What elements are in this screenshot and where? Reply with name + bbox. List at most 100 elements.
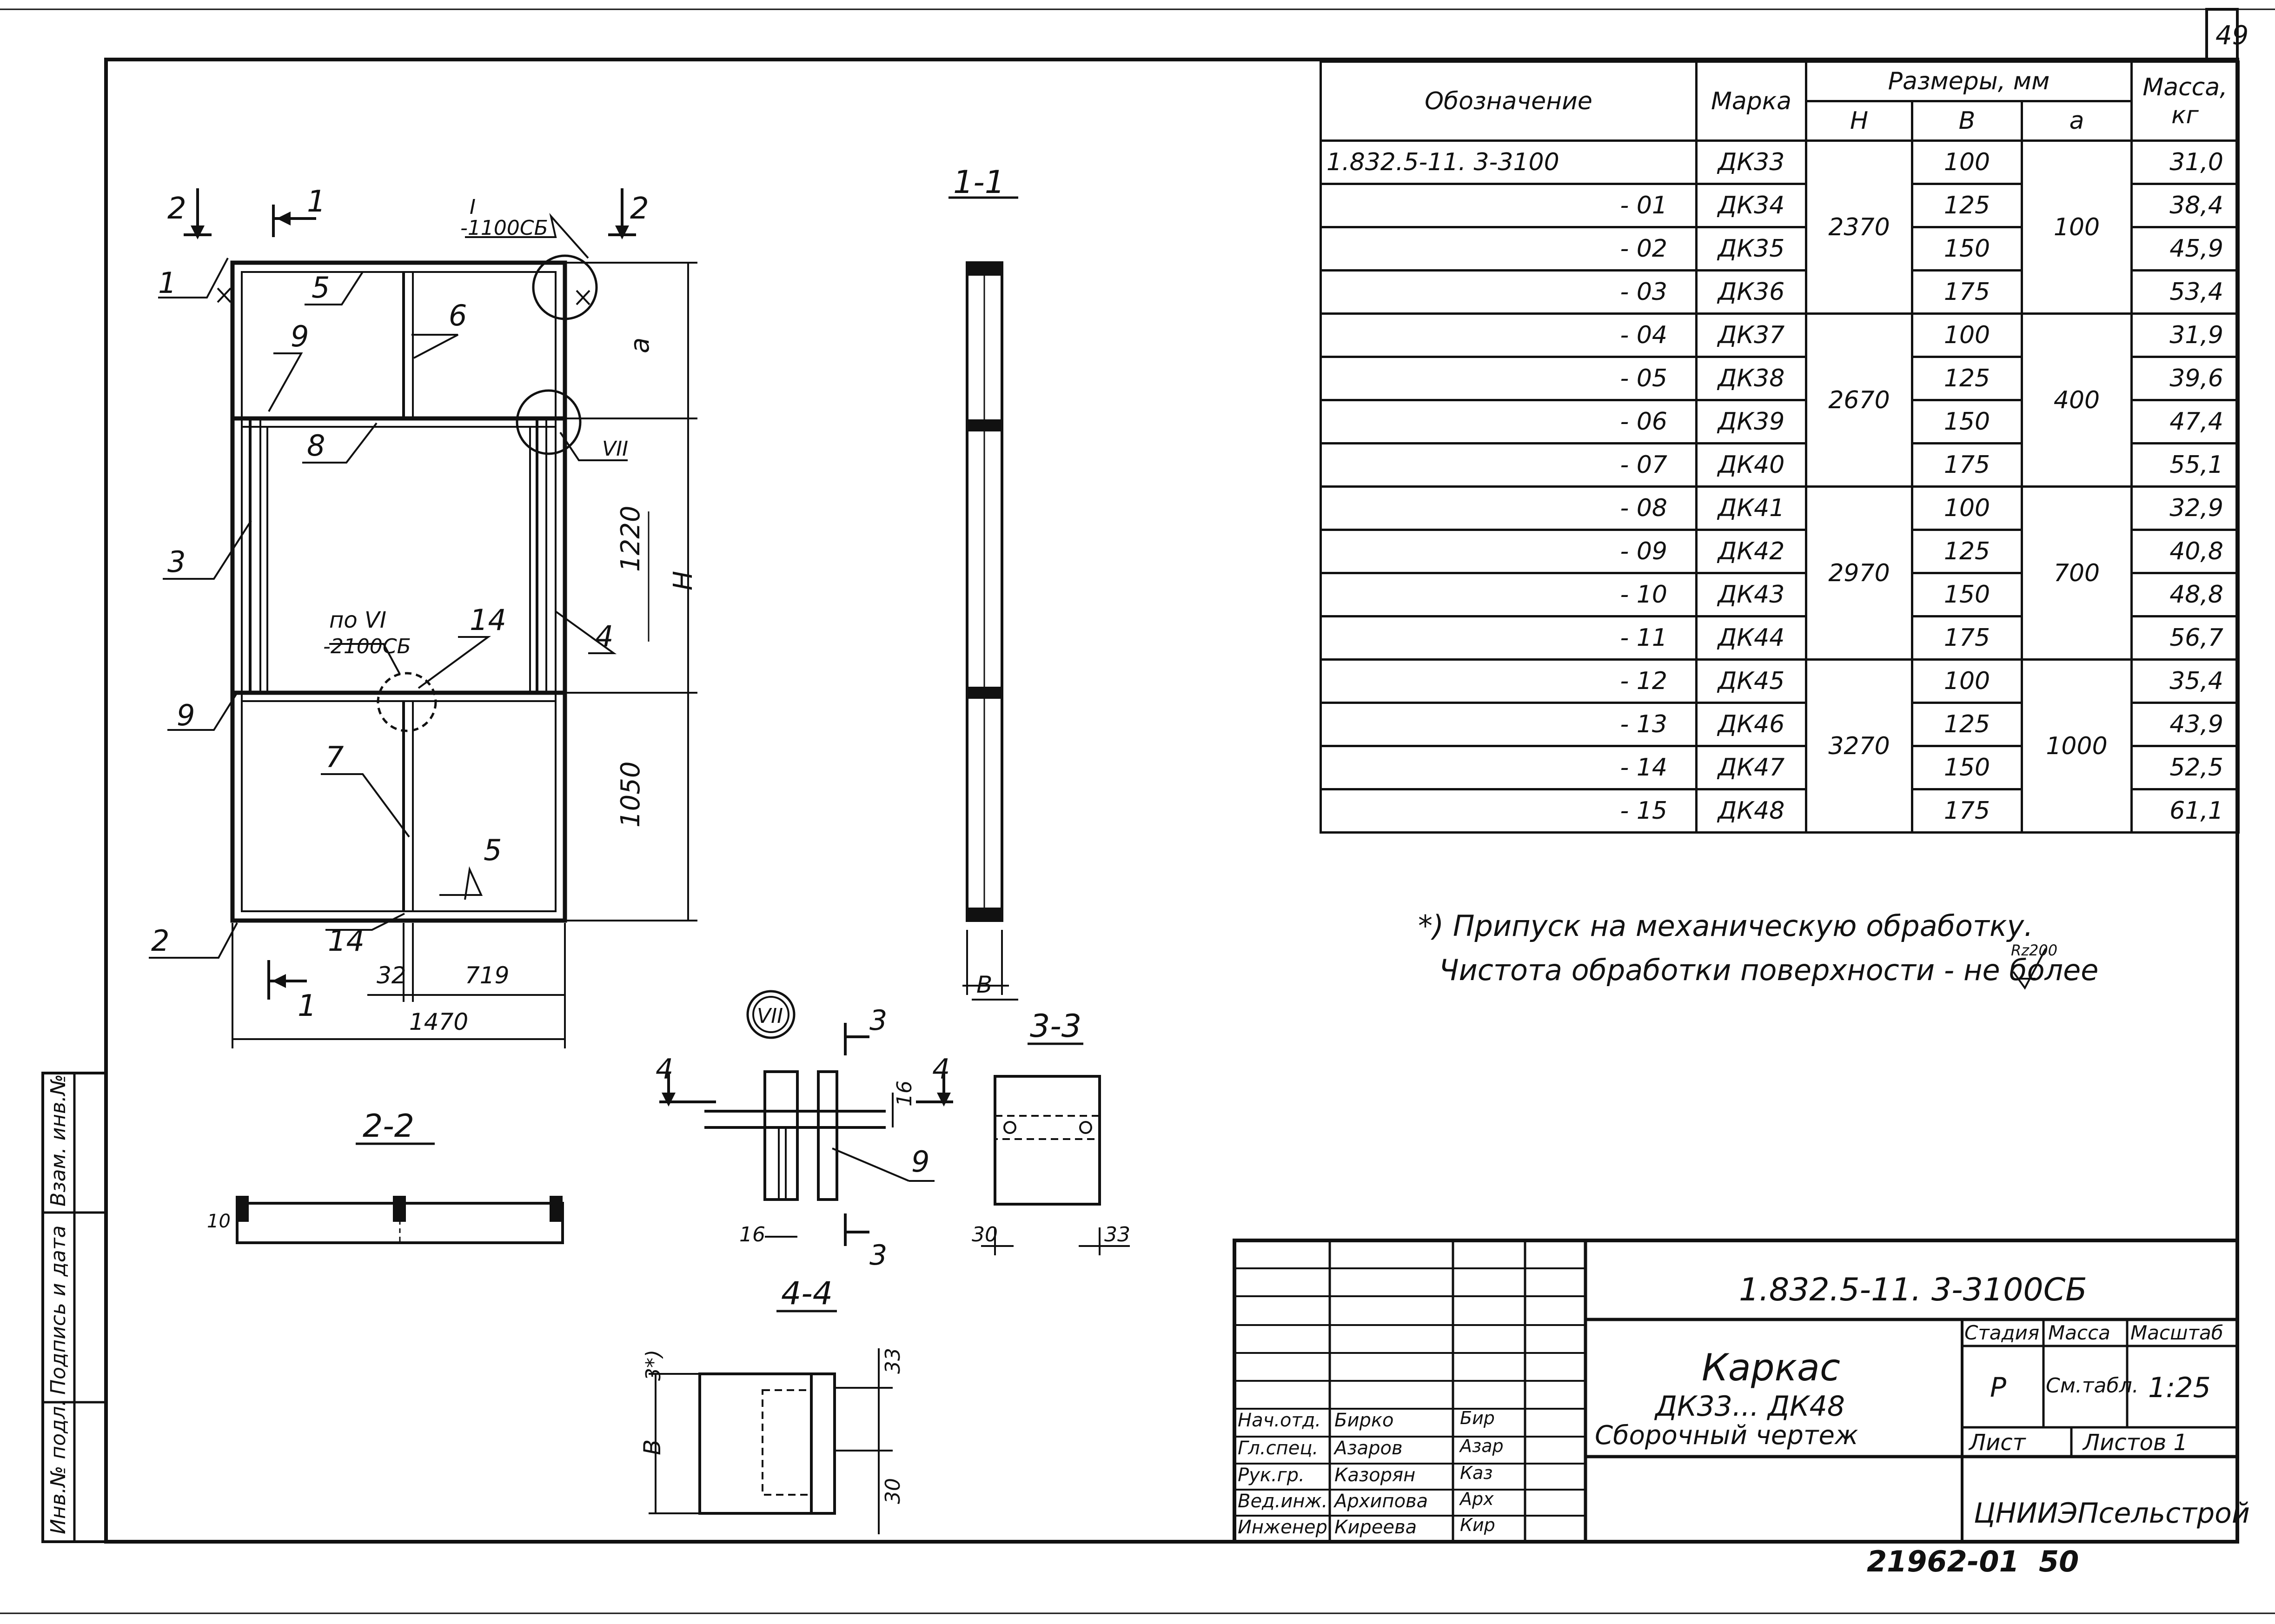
- cell-designation: - 13: [1320, 702, 1698, 747]
- cell-H: 2970: [1805, 485, 1913, 661]
- cell-mass: 52,5: [2130, 745, 2240, 790]
- cell-a: 1000: [2021, 658, 2133, 834]
- weld-mark-left: 10: [207, 1211, 231, 1232]
- cell-designation: - 11: [1320, 615, 1698, 661]
- cell-designation: - 12: [1320, 658, 1698, 704]
- cell-mass: 61,1: [2130, 788, 2240, 834]
- header-mass-label: Масса,: [2142, 73, 2228, 101]
- footer-page: 50: [2039, 1544, 2079, 1578]
- dim-1220: 1220: [616, 505, 646, 572]
- cell-B: 175: [1911, 615, 2023, 661]
- tb-person-role: Инженер: [1238, 1517, 1327, 1538]
- title-name: Каркас: [1702, 1346, 1840, 1389]
- header-mark: Марка: [1695, 60, 1807, 142]
- header-designation: Обозначение: [1320, 60, 1698, 142]
- header-mass-unit: кг: [2171, 101, 2199, 129]
- node-ref-7: VII: [602, 437, 628, 461]
- cell-mass: 35,4: [2130, 658, 2240, 704]
- dim-32: 32: [377, 962, 406, 989]
- cell-mark: ДК41: [1695, 485, 1807, 531]
- cell-mark: ДК48: [1695, 788, 1807, 834]
- position-5-top: 5: [312, 271, 330, 305]
- cell-mass: 47,4: [2130, 399, 2240, 444]
- cell-mark: ДК37: [1695, 312, 1807, 358]
- section-title-3-3: 3-3: [1030, 1008, 1081, 1045]
- cell-B: 125: [1911, 529, 2023, 574]
- tb-sheets-label: Листов 1: [2083, 1430, 2188, 1456]
- dim-H: H: [668, 571, 698, 590]
- header-H: H: [1805, 100, 1913, 142]
- cell-mark: ДК40: [1695, 442, 1807, 488]
- cell-designation: - 15: [1320, 788, 1698, 834]
- cell-mark: ДК43: [1695, 572, 1807, 617]
- tb-person-signature: Азар: [1460, 1436, 1504, 1456]
- cell-B: 100: [1911, 139, 2023, 185]
- header-a: a: [2021, 100, 2133, 142]
- cut-label-3-top: 3: [869, 1004, 887, 1037]
- cell-mass: 38,4: [2130, 183, 2240, 228]
- section-4-4: [649, 1310, 893, 1534]
- cell-mark: ДК38: [1695, 356, 1807, 401]
- note-roughness: Rz200: [2011, 941, 2058, 959]
- cell-designation: - 14: [1320, 745, 1698, 790]
- cut-label-1-bottom: 1: [298, 989, 317, 1023]
- header-dimensions: Размеры, мм: [1805, 60, 2133, 102]
- cell-B: 150: [1911, 745, 2023, 790]
- note-allowance: *) Припуск на механическую обработку.: [1418, 909, 2033, 943]
- dim-16-bottom: 16: [739, 1223, 765, 1246]
- tb-scale: 1:25: [2148, 1372, 2211, 1404]
- roughness-symbol: [2012, 948, 2047, 990]
- cut-label-4-right: 4: [932, 1053, 950, 1086]
- title-doc-code: 1.832.5-11. 3-3100СБ: [1739, 1272, 2087, 1308]
- cell-mark: ДК35: [1695, 226, 1807, 272]
- cell-designation: - 06: [1320, 399, 1698, 444]
- cell-B: 100: [1911, 312, 2023, 358]
- cell-designation: - 09: [1320, 529, 1698, 574]
- cell-B: 175: [1911, 442, 2023, 488]
- header-B: B: [1911, 100, 2023, 142]
- cell-designation: - 10: [1320, 572, 1698, 617]
- position-5-bottom: 5: [484, 833, 502, 867]
- dim-B-section4: B: [639, 1439, 666, 1455]
- cell-a: 400: [2021, 312, 2133, 488]
- cell-mark: ДК42: [1695, 529, 1807, 574]
- cell-B: 125: [1911, 356, 2023, 401]
- cut-label-2-right: 2: [630, 192, 649, 226]
- position-7: 7: [325, 740, 344, 774]
- dim-a: a: [625, 338, 655, 353]
- position-14-bottom: 14: [328, 924, 365, 958]
- cell-mass: 45,9: [2130, 226, 2240, 272]
- side-signature-label: Подпись и дата: [46, 1226, 70, 1395]
- dim-B-section: B: [976, 971, 992, 998]
- cell-mass: 43,9: [2130, 702, 2240, 747]
- tb-person-signature: Арх: [1460, 1489, 1494, 1509]
- cell-mass: 48,8: [2130, 572, 2240, 617]
- node-ref-6: по VI: [329, 607, 386, 633]
- note-surface: Чистота обработки поверхности - не более: [1439, 953, 2099, 987]
- cell-H: 2670: [1805, 312, 1913, 488]
- dim-1050: 1050: [616, 761, 646, 828]
- cell-mass: 56,7: [2130, 615, 2240, 661]
- cell-mass: 31,0: [2130, 139, 2240, 185]
- section-3-3: [981, 1042, 1130, 1255]
- tb-person-name: Бирко: [1334, 1410, 1394, 1431]
- cell-B: 150: [1911, 399, 2023, 444]
- position-3: 3: [167, 545, 186, 579]
- tb-person-name: Архипова: [1334, 1491, 1428, 1512]
- cell-B: 100: [1911, 485, 2023, 531]
- position-9-node: 9: [911, 1145, 929, 1179]
- cell-B: 175: [1911, 269, 2023, 315]
- position-4: 4: [595, 619, 613, 653]
- position-1: 1: [158, 266, 176, 300]
- tb-person-role: Вед.инж.: [1238, 1491, 1328, 1512]
- tb-person-role: Нач.отд.: [1238, 1410, 1321, 1431]
